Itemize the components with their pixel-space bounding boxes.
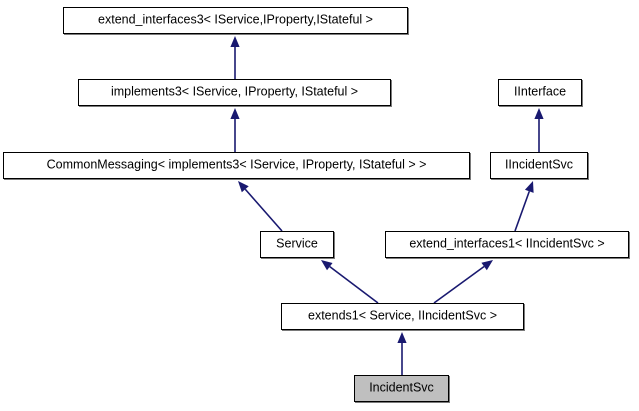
class-node-label: implements3< IService, IProperty, IState…: [110, 84, 359, 99]
inheritance-edge: [514, 181, 534, 232]
class-node-label: extends1< Service, IIncidentSvc >: [308, 308, 497, 323]
class-node-implements3[interactable]: implements3< IService, IProperty, IState…: [78, 79, 391, 106]
arrowhead-icon: [481, 260, 493, 271]
edge-line: [244, 188, 283, 232]
class-node-extend_interfaces1[interactable]: extend_interfaces1< IIncidentSvc >: [385, 231, 629, 258]
class-node-label: IIncidentSvc: [504, 157, 574, 172]
edge-line: [329, 265, 379, 304]
arrowhead-icon: [230, 36, 240, 47]
class-node-label: IncidentSvc: [369, 380, 434, 395]
inheritance-edge: [321, 260, 379, 304]
class-node-label: extend_interfaces3< IService,IProperty,I…: [98, 12, 373, 27]
class-node-label: IInterface: [513, 84, 567, 99]
inheritance-edge: [230, 108, 240, 152]
arrowhead-icon: [238, 181, 249, 193]
inheritance-edge: [534, 108, 544, 152]
inheritance-edge: [397, 332, 407, 375]
inheritance-edge: [433, 260, 493, 304]
edge-line: [514, 191, 531, 232]
class-node-iincidentsvc[interactable]: IIncidentSvc: [490, 152, 588, 179]
inheritance-edge: [238, 181, 283, 232]
inheritance-edge: [230, 36, 240, 79]
arrowhead-icon: [397, 332, 407, 343]
class-node-commonmessaging[interactable]: CommonMessaging< implements3< IService, …: [3, 152, 470, 179]
class-node-label: extend_interfaces1< IIncidentSvc >: [409, 236, 605, 251]
arrowhead-icon: [524, 181, 534, 193]
class-node-label: Service: [276, 236, 318, 251]
arrowhead-icon: [534, 108, 544, 119]
class-node-incidentsvc[interactable]: IncidentSvc: [354, 375, 449, 402]
class-node-iinterface[interactable]: IInterface: [498, 79, 582, 106]
class-node-label: CommonMessaging< implements3< IService, …: [46, 157, 427, 172]
arrowhead-icon: [230, 108, 240, 119]
class-node-service[interactable]: Service: [260, 231, 334, 258]
class-node-extends1[interactable]: extends1< Service, IIncidentSvc >: [281, 303, 524, 330]
class-node-extend_interfaces3[interactable]: extend_interfaces3< IService,IProperty,I…: [63, 7, 408, 34]
arrowhead-icon: [321, 260, 333, 271]
edge-line: [433, 265, 485, 304]
